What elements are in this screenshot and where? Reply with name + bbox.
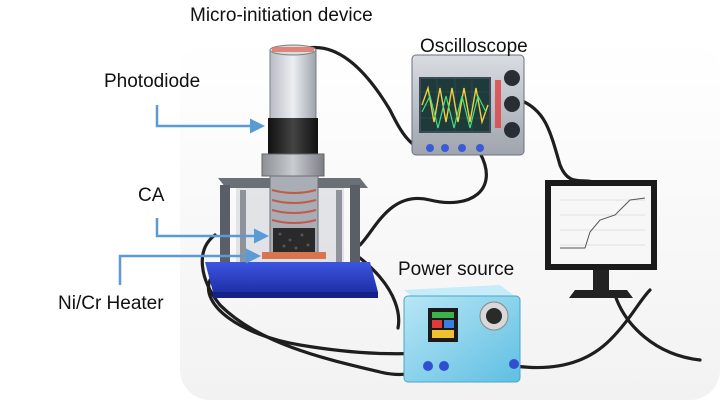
label-power-source: Power source xyxy=(398,259,515,280)
cable-chamber-to-power-1 xyxy=(200,233,430,377)
blue-base xyxy=(205,262,378,292)
hex-nut xyxy=(261,153,325,177)
power-output-ports xyxy=(423,359,519,371)
label-micro-initiation-device: Micro-initiation device xyxy=(190,5,373,26)
label-arrows xyxy=(118,105,269,285)
cable-power-to-monitor xyxy=(513,288,652,370)
scope-trace-green xyxy=(421,94,487,129)
spring-coil xyxy=(271,189,317,224)
label-ca: CA xyxy=(138,185,165,206)
scope-knob-2 xyxy=(504,96,520,112)
scope-knob-3 xyxy=(504,122,520,138)
micro-initiation-device xyxy=(205,44,378,298)
label-photodiode: Photodiode xyxy=(104,71,201,92)
oscilloscope-device xyxy=(411,54,525,156)
ca-charge xyxy=(273,228,315,252)
label-oscilloscope: Oscilloscope xyxy=(420,36,528,57)
ni-cr-heater-arrow xyxy=(118,248,261,285)
scope-trace-yellow xyxy=(421,85,489,125)
monitor-screen xyxy=(551,186,651,264)
scope-input-ports xyxy=(426,144,484,152)
power-source-device xyxy=(403,285,521,383)
cable-scope-to-chamber xyxy=(358,151,488,247)
computer-monitor xyxy=(545,180,657,298)
ca-arrow xyxy=(155,218,269,244)
monitor-stand xyxy=(569,290,633,298)
photodiode-holder xyxy=(268,118,318,156)
label-ni-cr-heater: Ni/Cr Heater xyxy=(58,293,164,314)
cable-monitor-tail xyxy=(613,293,702,362)
scope-knob-1 xyxy=(504,70,520,86)
glass-tube xyxy=(269,49,317,123)
photodiode-arrow xyxy=(155,105,265,134)
ni-cr-heater-element xyxy=(262,252,326,259)
